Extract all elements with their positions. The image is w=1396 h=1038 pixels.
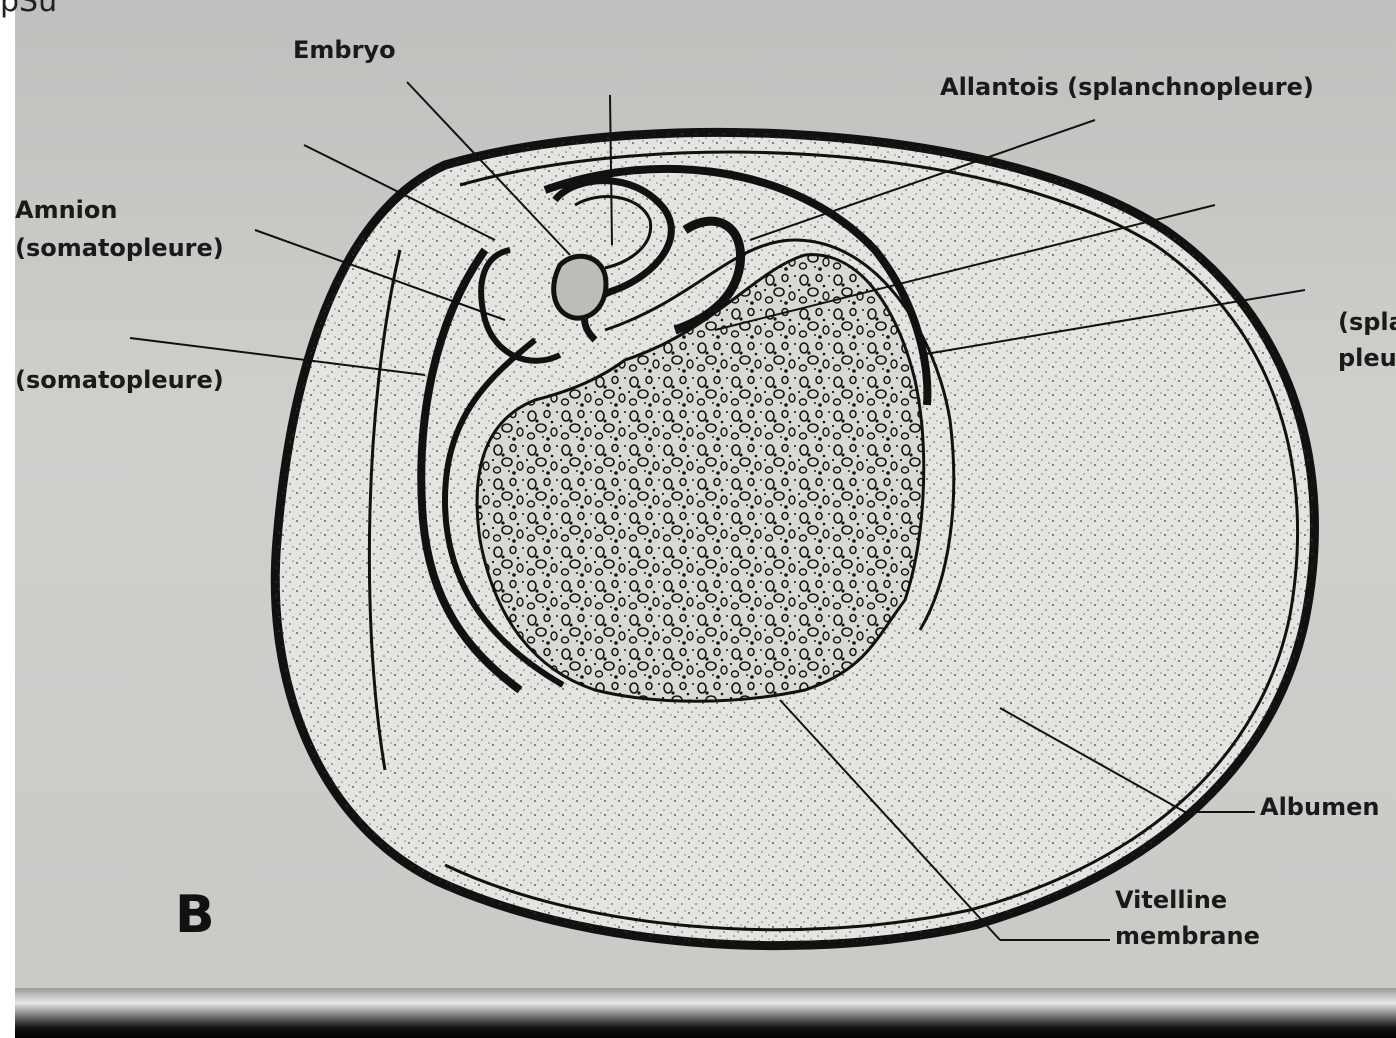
label-chorion: (somatopleure) [15,366,224,394]
slide-bottom-edge [15,988,1396,1038]
label-right-cut-line1: (spla [1338,308,1396,336]
label-albumen: Albumen [1260,793,1379,821]
label-amnion-line1: Amnion [15,196,117,224]
label-allantois: Allantois (splanchnopleure) [940,73,1314,101]
label-embryo: Embryo [293,36,396,64]
panel-letter: B [175,885,215,945]
label-amnion-line2: (somatopleure) [15,234,224,262]
label-vitelline-line1: Vitelline [1115,886,1227,914]
label-vitelline-line2: membrane [1115,922,1260,950]
embryo-body [554,256,606,318]
corner-text: pSu [0,0,57,19]
diagram-slide: Embryo Allantois (splanchnopleure) Amnio… [15,0,1396,1038]
egg-cross-section-diagram: Embryo Allantois (splanchnopleure) Amnio… [15,0,1396,1038]
label-right-cut-line2: pleu [1338,344,1396,372]
